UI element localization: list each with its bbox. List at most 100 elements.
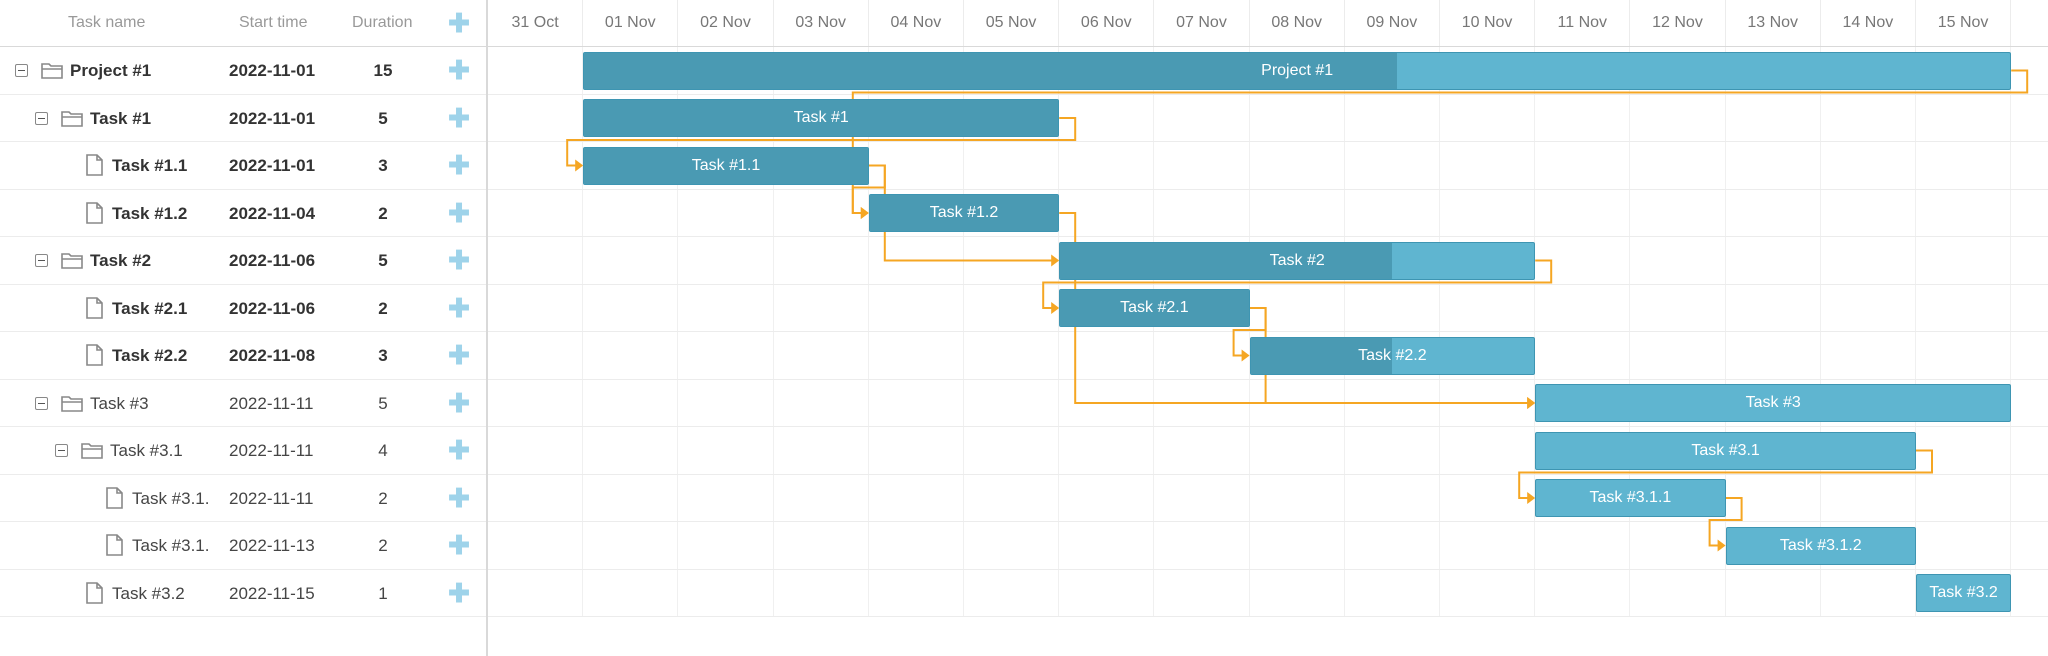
task-duration: 5	[378, 393, 388, 413]
row-gridline	[488, 93, 2048, 95]
add-subtask-button[interactable]: ✚	[448, 197, 470, 228]
task-duration: 2	[378, 298, 388, 318]
scale-date: 16	[2011, 0, 2048, 46]
scale-date: 14 Nov	[1821, 0, 1916, 46]
scale-date: 04 Nov	[869, 0, 964, 46]
folder-icon	[60, 250, 84, 270]
folder-icon	[60, 393, 84, 413]
task-bar[interactable]: Task #1	[583, 99, 1060, 137]
add-subtask-button[interactable]: ✚	[448, 435, 470, 465]
add-subtask-button[interactable]: ✚	[448, 387, 470, 418]
task-start-time: 2022-11-11	[229, 441, 314, 460]
task-row[interactable]: Task #3.1 2022-11-11 4 ✚	[0, 427, 486, 475]
task-bar-label: Task #3.1	[1691, 441, 1760, 459]
add-subtask-button[interactable]: ✚	[448, 482, 470, 513]
task-duration: 5	[378, 251, 388, 270]
collapse-toggle-icon[interactable]	[35, 254, 48, 267]
task-name: Task #3.2	[112, 583, 185, 603]
task-start-time: 2022-11-01	[229, 108, 316, 128]
task-start-time: 2022-11-06	[229, 298, 316, 318]
scale-date: 02 Nov	[678, 0, 774, 46]
task-bar-label: Task #3.2	[1929, 584, 1998, 601]
task-start-time: 2022-11-06	[229, 251, 316, 270]
row-gridline	[488, 236, 2048, 237]
column-header-duration[interactable]: Duration	[352, 14, 413, 31]
collapse-toggle-icon[interactable]	[55, 444, 68, 457]
add-subtask-button[interactable]: ✚	[448, 245, 470, 275]
task-progress	[584, 147, 868, 184]
column-header-task-name[interactable]: Task name	[68, 14, 146, 31]
column-gridline	[963, 47, 964, 617]
folder-icon	[40, 60, 64, 80]
row-gridline	[488, 616, 2048, 617]
task-bar-label: Task #3	[1745, 394, 1801, 411]
row-gridline	[488, 378, 2048, 380]
task-duration: 4	[378, 441, 388, 460]
collapse-toggle-icon[interactable]	[35, 396, 48, 410]
scale-date: 15 Nov	[1916, 0, 2012, 46]
row-gridline	[488, 141, 2048, 142]
task-bar-label: Project #1	[1261, 61, 1334, 79]
row-gridline	[488, 331, 2048, 332]
scale-date: 08 Nov	[1250, 0, 1345, 46]
task-bar[interactable]: Task #1.2	[868, 194, 1060, 232]
task-bar-label: Task #2.2	[1358, 346, 1427, 364]
task-bar[interactable]: Task #3.2	[1916, 574, 2012, 612]
task-name: Task #1.1	[112, 156, 188, 175]
task-bar[interactable]: Task #1.1	[583, 146, 869, 185]
add-subtask-button[interactable]: ✚	[448, 340, 470, 370]
task-start-time: 2022-11-01	[229, 156, 316, 175]
task-bar[interactable]: Task #3	[1535, 384, 2012, 422]
task-bar[interactable]: Task #3.1	[1535, 431, 1916, 470]
scale-date: 01 Nov	[583, 0, 679, 46]
task-progress	[1060, 242, 1392, 279]
task-duration: 15	[373, 61, 393, 80]
task-bar[interactable]: Task #3.1.2	[1725, 526, 1916, 565]
add-subtask-button[interactable]: ✚	[448, 530, 470, 560]
task-name: Task #3.1	[110, 441, 183, 460]
task-bar-label: Task #2.1	[1120, 299, 1189, 316]
add-subtask-button[interactable]: ✚	[448, 102, 470, 133]
add-subtask-button[interactable]: ✚	[448, 55, 470, 85]
add-subtask-button[interactable]: ✚	[448, 577, 470, 608]
collapse-toggle-icon[interactable]	[15, 64, 28, 77]
task-progress	[1250, 337, 1393, 374]
task-name: Task #3.1.	[132, 488, 210, 508]
task-bar[interactable]: Task #2	[1059, 241, 1536, 280]
task-row[interactable]: Task #2 2022-11-06 5 ✚	[0, 237, 486, 285]
task-bar[interactable]: Task #3.1.1	[1535, 479, 1726, 517]
task-name: Task #2.2	[112, 346, 188, 365]
file-icon	[82, 201, 106, 224]
add-subtask-button[interactable]: ✚	[448, 292, 470, 323]
task-duration: 5	[378, 108, 388, 128]
folder-icon	[60, 108, 84, 128]
task-bar[interactable]: Task #2.2	[1249, 336, 1536, 375]
task-duration: 1	[378, 583, 388, 603]
task-bar[interactable]: Task #2.1	[1059, 289, 1250, 327]
task-bar-label: Task #1	[793, 109, 849, 126]
task-bar-label: Task #1.1	[691, 156, 761, 174]
add-task-header-button[interactable]: ✚	[448, 8, 470, 38]
add-subtask-button[interactable]: ✚	[448, 150, 470, 180]
scale-date: 31 Oct	[488, 0, 584, 46]
column-gridline	[1915, 47, 1916, 617]
column-header-start-time[interactable]: Start time	[239, 14, 308, 31]
task-name: Task #3	[90, 393, 149, 413]
task-name: Task #2	[90, 251, 152, 270]
task-progress	[584, 52, 1397, 89]
task-grid: Task name Start time Duration ✚ Project …	[0, 0, 488, 656]
file-icon	[102, 534, 126, 556]
collapse-toggle-icon[interactable]	[35, 111, 48, 125]
task-bar[interactable]: Project #1	[583, 51, 2012, 90]
